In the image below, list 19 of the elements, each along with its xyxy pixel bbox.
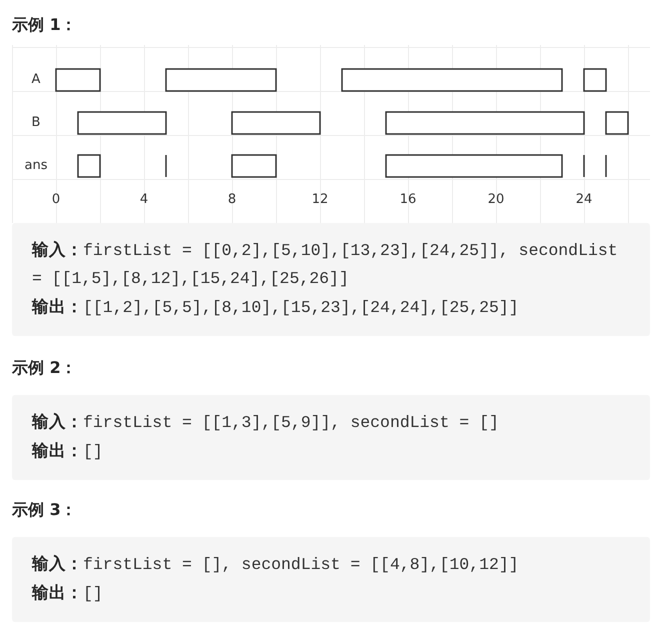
tick-label: 20: [488, 192, 504, 208]
tick-label: 12: [312, 192, 328, 208]
code-line: 输入：firstList = [[0,2],[5,10],[13,23],[24,25]], secondList = [[1,5],[8,12],[15,24],[25,26]]: [32, 239, 619, 290]
code-line: 输出：[]: [32, 440, 104, 463]
code-line: 输出：[[1,2],[5,5],[8,10],[15,23],[24,24],[25,25]]: [32, 296, 520, 319]
example-heading: 示例 3：: [12, 499, 77, 521]
tick-label: 4: [140, 192, 148, 208]
example-heading: 示例 2：: [12, 357, 77, 379]
tick-label: 0: [52, 192, 60, 208]
row-label: B: [32, 115, 40, 131]
row-label: ans: [24, 158, 48, 174]
code-line: 输出：[]: [32, 582, 104, 605]
tick-label: 16: [400, 192, 416, 208]
row-label: A: [32, 72, 40, 88]
tick-label: 24: [576, 192, 592, 208]
code-line: 输入：firstList = [[1,3],[5,9]], secondList = []: [32, 411, 500, 434]
code-line: 输入：firstList = [], secondList = [[4,8],[10,12]]: [32, 553, 520, 576]
tick-label: 8: [228, 192, 236, 208]
example-heading: 示例 1：: [12, 14, 77, 36]
